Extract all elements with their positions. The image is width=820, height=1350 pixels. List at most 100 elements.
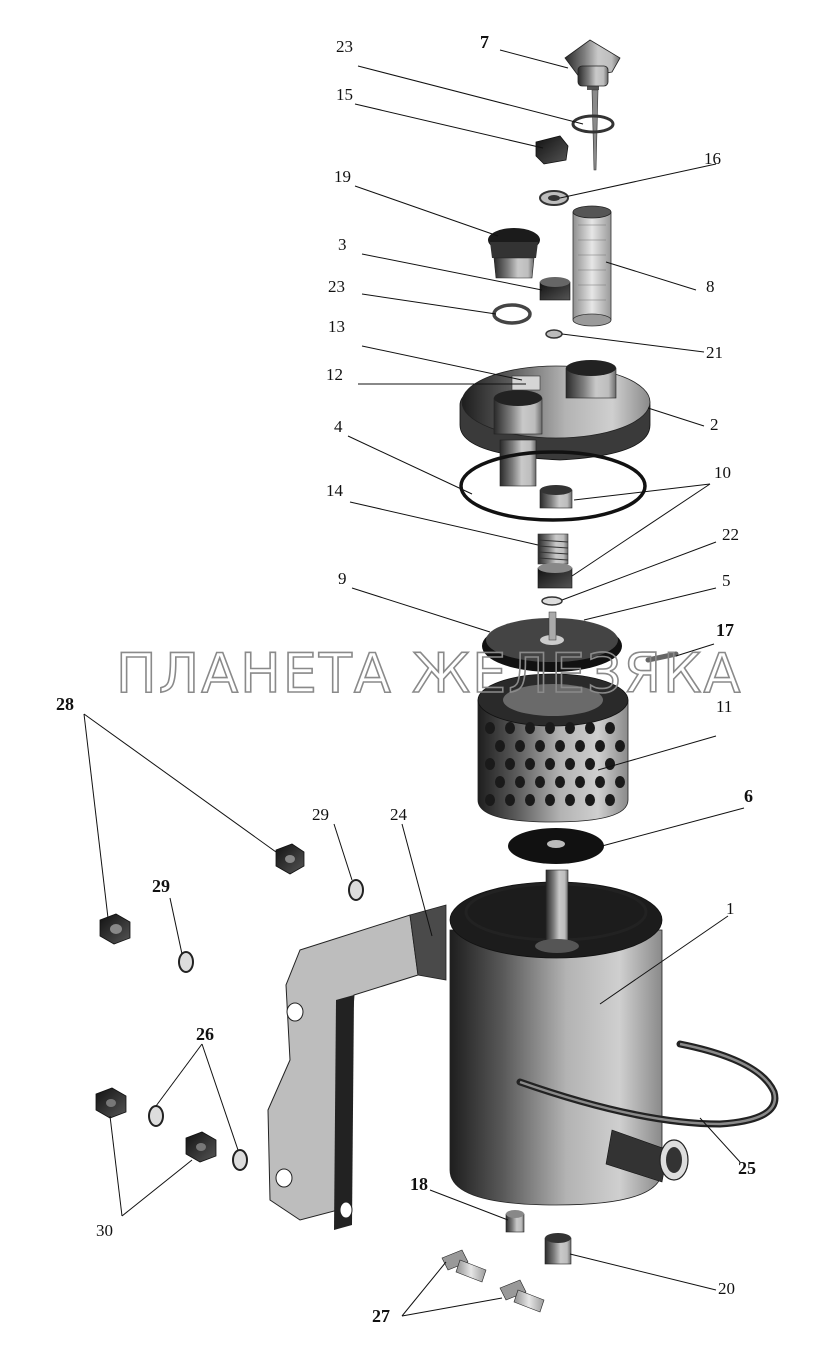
- perforation-hole: [585, 722, 595, 734]
- perforation-hole: [485, 794, 495, 806]
- part-nut-28b: [99, 913, 131, 945]
- perforation-hole: [605, 722, 615, 734]
- callout-30: 30: [96, 1221, 113, 1240]
- perforation-hole: [525, 722, 535, 734]
- perforation-hole: [545, 722, 555, 734]
- callout-14: 14: [326, 481, 344, 500]
- part-washer-26b: [232, 1149, 248, 1171]
- perforation-hole: [555, 740, 565, 752]
- part-washer-29b: [178, 951, 194, 973]
- perforation-hole: [565, 722, 575, 734]
- callout-18: 18: [410, 1174, 428, 1194]
- part-fitting-20: [544, 1233, 572, 1265]
- part-bolt-27a: [441, 1249, 487, 1283]
- part-washer-6: [508, 828, 604, 864]
- part-bleed-valve-7: [564, 39, 621, 171]
- part-mesh-filter-8: [572, 205, 612, 327]
- perforation-hole: [525, 758, 535, 770]
- part-filter-element-11: [477, 673, 629, 823]
- perforation-hole: [485, 722, 495, 734]
- callout-7: 7: [480, 32, 489, 52]
- part-bushing-10: [539, 485, 573, 509]
- part-housing-1: [449, 869, 689, 1206]
- perforation-hole: [545, 794, 555, 806]
- part-washer-26a: [148, 1105, 164, 1127]
- part-o-ring-23b: [492, 303, 532, 325]
- perforation-hole: [495, 776, 505, 788]
- part-plug-18: [505, 1210, 525, 1233]
- perforation-hole: [565, 794, 575, 806]
- perforation-hole: [535, 776, 545, 788]
- callout-20: 20: [718, 1279, 735, 1298]
- perforation-hole: [505, 794, 515, 806]
- part-large-o-ring-4: [459, 450, 647, 522]
- perforation-hole: [585, 758, 595, 770]
- perforation-hole: [555, 776, 565, 788]
- perforation-hole: [505, 722, 515, 734]
- callout-9: 9: [338, 569, 347, 588]
- perforation-hole: [605, 794, 615, 806]
- part-nut-30a: [95, 1087, 127, 1119]
- perforation-hole: [485, 758, 495, 770]
- callout-4: 4: [334, 417, 343, 436]
- callout-8: 8: [706, 277, 715, 296]
- part-o-ring-23: [571, 114, 615, 134]
- part-bushing-10b: [537, 563, 573, 589]
- perforation-hole: [525, 794, 535, 806]
- part-bushing-3: [539, 277, 571, 301]
- callout-1: 1: [726, 899, 735, 918]
- part-pin-17: [645, 651, 679, 663]
- perforation-hole: [565, 758, 575, 770]
- part-nut-28a: [275, 843, 305, 875]
- part-spring-14: [537, 533, 569, 565]
- callout-29b: 29: [152, 876, 170, 896]
- callout-3: 3: [338, 235, 347, 254]
- part-nut-30b: [185, 1131, 217, 1163]
- callout-6: 6: [744, 786, 753, 806]
- callout-17: 17: [716, 620, 734, 640]
- perforation-hole: [535, 740, 545, 752]
- perforation-hole: [545, 758, 555, 770]
- part-washer-22: [541, 596, 563, 606]
- callout-22: 22: [722, 525, 739, 544]
- perforation-hole: [605, 758, 615, 770]
- callout-5: 5: [722, 571, 731, 590]
- part-bracket-24: [267, 904, 447, 1230]
- callout-12: 12: [326, 365, 343, 384]
- perforation-hole: [585, 794, 595, 806]
- perforation-hole: [575, 740, 585, 752]
- part-filter-cover-2: [459, 360, 651, 487]
- perforation-hole: [615, 740, 625, 752]
- part-cap-19: [488, 228, 540, 279]
- callout-21: 21: [706, 343, 723, 362]
- callout-10: 10: [714, 463, 731, 482]
- perforation-hole: [575, 776, 585, 788]
- leader-lines: [83, 49, 745, 1317]
- callout-13: 13: [328, 317, 345, 336]
- callout-25: 25: [738, 1158, 756, 1178]
- callout-11: 11: [716, 697, 732, 716]
- callout-2: 2: [710, 415, 719, 434]
- callout-15: 15: [336, 85, 353, 104]
- callout-16: 16: [704, 149, 721, 168]
- part-bolt-27b: [499, 1279, 545, 1313]
- watermark-text: ПЛАНЕТА ЖЕЛЕЗЯКА: [116, 642, 742, 705]
- perforation-hole: [595, 776, 605, 788]
- callout-19: 19: [334, 167, 351, 186]
- callout-26: 26: [196, 1024, 214, 1044]
- perforation-hole: [515, 776, 525, 788]
- part-plate-9: [482, 611, 622, 672]
- perforation-hole: [505, 758, 515, 770]
- part-nut-15: [535, 135, 569, 165]
- perforation-hole: [615, 776, 625, 788]
- callout-24: 24: [390, 805, 408, 824]
- perforation-hole: [595, 740, 605, 752]
- callout-labels: 7 23 15 16 19 3 8 23 13 21 12 2 4 10 14 …: [56, 32, 756, 1326]
- perforation-hole: [515, 740, 525, 752]
- callout-28: 28: [56, 694, 74, 714]
- callout-23b: 23: [328, 277, 345, 296]
- callout-29: 29: [312, 805, 329, 824]
- part-ring-21: [545, 329, 563, 339]
- callout-27: 27: [372, 1306, 390, 1326]
